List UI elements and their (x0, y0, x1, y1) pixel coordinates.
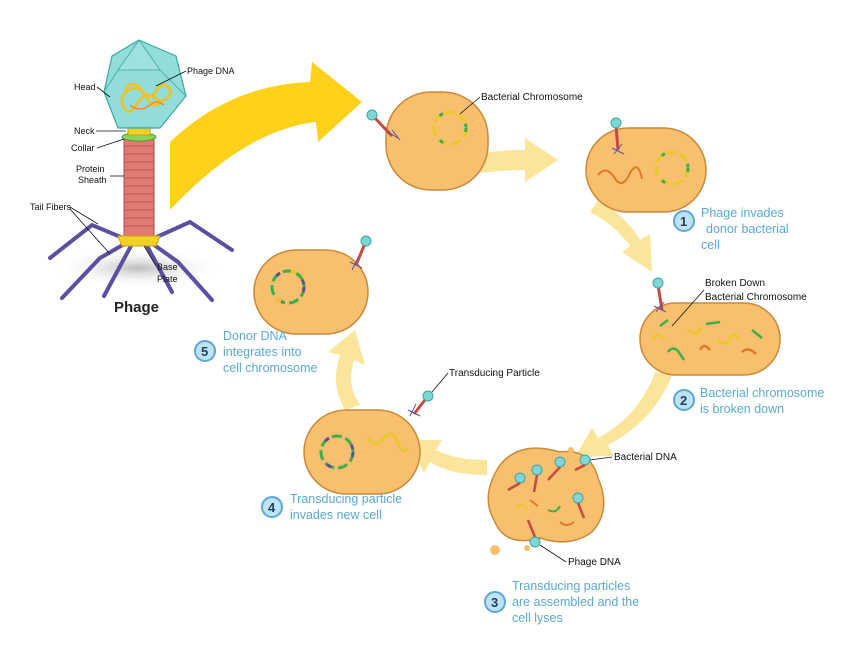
step-1: 1 Phage invades donor bacterial cell (673, 206, 789, 252)
cycle-arrow-left (328, 330, 365, 410)
phage-labels: Head Phage DNA Neck Collar Protein Sheat… (30, 66, 235, 316)
step-5-line-2: integrates into (223, 345, 302, 359)
step-1-number: 1 (680, 214, 687, 229)
head-label: Head (74, 82, 96, 92)
cell-initial: Bacterial Chromosome (366, 91, 583, 191)
phage-dna-coil (120, 82, 173, 113)
step-3-line-2: are assembled and the (512, 595, 639, 609)
tail-fibers-label: Tail Fibers (30, 202, 72, 212)
transducing-particle-label: Transducing Particle (449, 368, 540, 379)
broken-down-label-1: Broken Down (705, 278, 765, 289)
tail-fibers (48, 219, 234, 302)
phage-dna-label-top: Phage DNA (187, 66, 235, 76)
step-5-number: 5 (201, 344, 208, 359)
protein-sheath-label-1: Protein (76, 164, 105, 174)
protein-sheath-label-2: Sheath (78, 175, 107, 185)
step-5: 5 Donor DNA integrates into cell chromos… (194, 329, 318, 375)
step-1-line-3: cell (701, 238, 720, 252)
collar-label: Collar (71, 143, 95, 153)
step-1-line-1: Phage invades (701, 206, 784, 220)
cycle-arrow-bottom (405, 440, 487, 475)
step-4-line-1: Transducing particle (290, 492, 402, 506)
neck-label: Neck (74, 126, 95, 136)
cell-invaded (585, 117, 707, 213)
step-5-line-3: cell chromosome (223, 361, 318, 375)
phage-title: Phage (114, 299, 159, 316)
step-2: 2 Bacterial chromosome is broken down (673, 386, 824, 416)
step-5-line-1: Donor DNA (223, 329, 288, 343)
cycle-arrow-right-lower (575, 372, 672, 457)
step-2-line-1: Bacterial chromosome (700, 386, 824, 400)
step-2-line-2: is broken down (700, 402, 784, 416)
step-3-line-3: cell lyses (512, 611, 563, 625)
base-plate-label-1: Base (157, 262, 178, 272)
protein-sheath (123, 137, 155, 237)
base-plate (117, 235, 161, 247)
cycle-arrow-right-upper (590, 200, 652, 272)
step-2-number: 2 (680, 393, 687, 408)
phage-illustration: Head Phage DNA Neck Collar Protein Sheat… (30, 39, 235, 316)
cell-lysed: Bacterial DNA Phage DNA (487, 447, 677, 568)
step-3-number: 3 (491, 595, 498, 610)
bacterial-dna-label: Bacterial DNA (614, 452, 677, 463)
base-plate-label-2: Plate (157, 274, 178, 284)
big-arrow (170, 62, 362, 210)
cell-broken-down: Broken Down Bacterial Chromosome (639, 277, 807, 376)
phage-dna-label: Phage DNA (568, 557, 621, 568)
step-4-line-2: invades new cell (290, 508, 382, 522)
phage-shadow (53, 248, 223, 288)
step-3-line-1: Transducing particles (512, 579, 630, 593)
step-1-line-2: donor bacterial (706, 222, 789, 236)
step-3: 3 Transducing particles are assembled an… (484, 579, 639, 625)
bacterial-chromosome-label: Bacterial Chromosome (481, 92, 583, 103)
step-4-number: 4 (268, 500, 276, 515)
step-4: 4 Transducing particle invades new cell (261, 492, 402, 522)
cell-new-infected: Transducing Particle (303, 368, 540, 495)
cell-integrated (253, 235, 372, 335)
broken-down-label-2: Bacterial Chromosome (705, 292, 807, 303)
